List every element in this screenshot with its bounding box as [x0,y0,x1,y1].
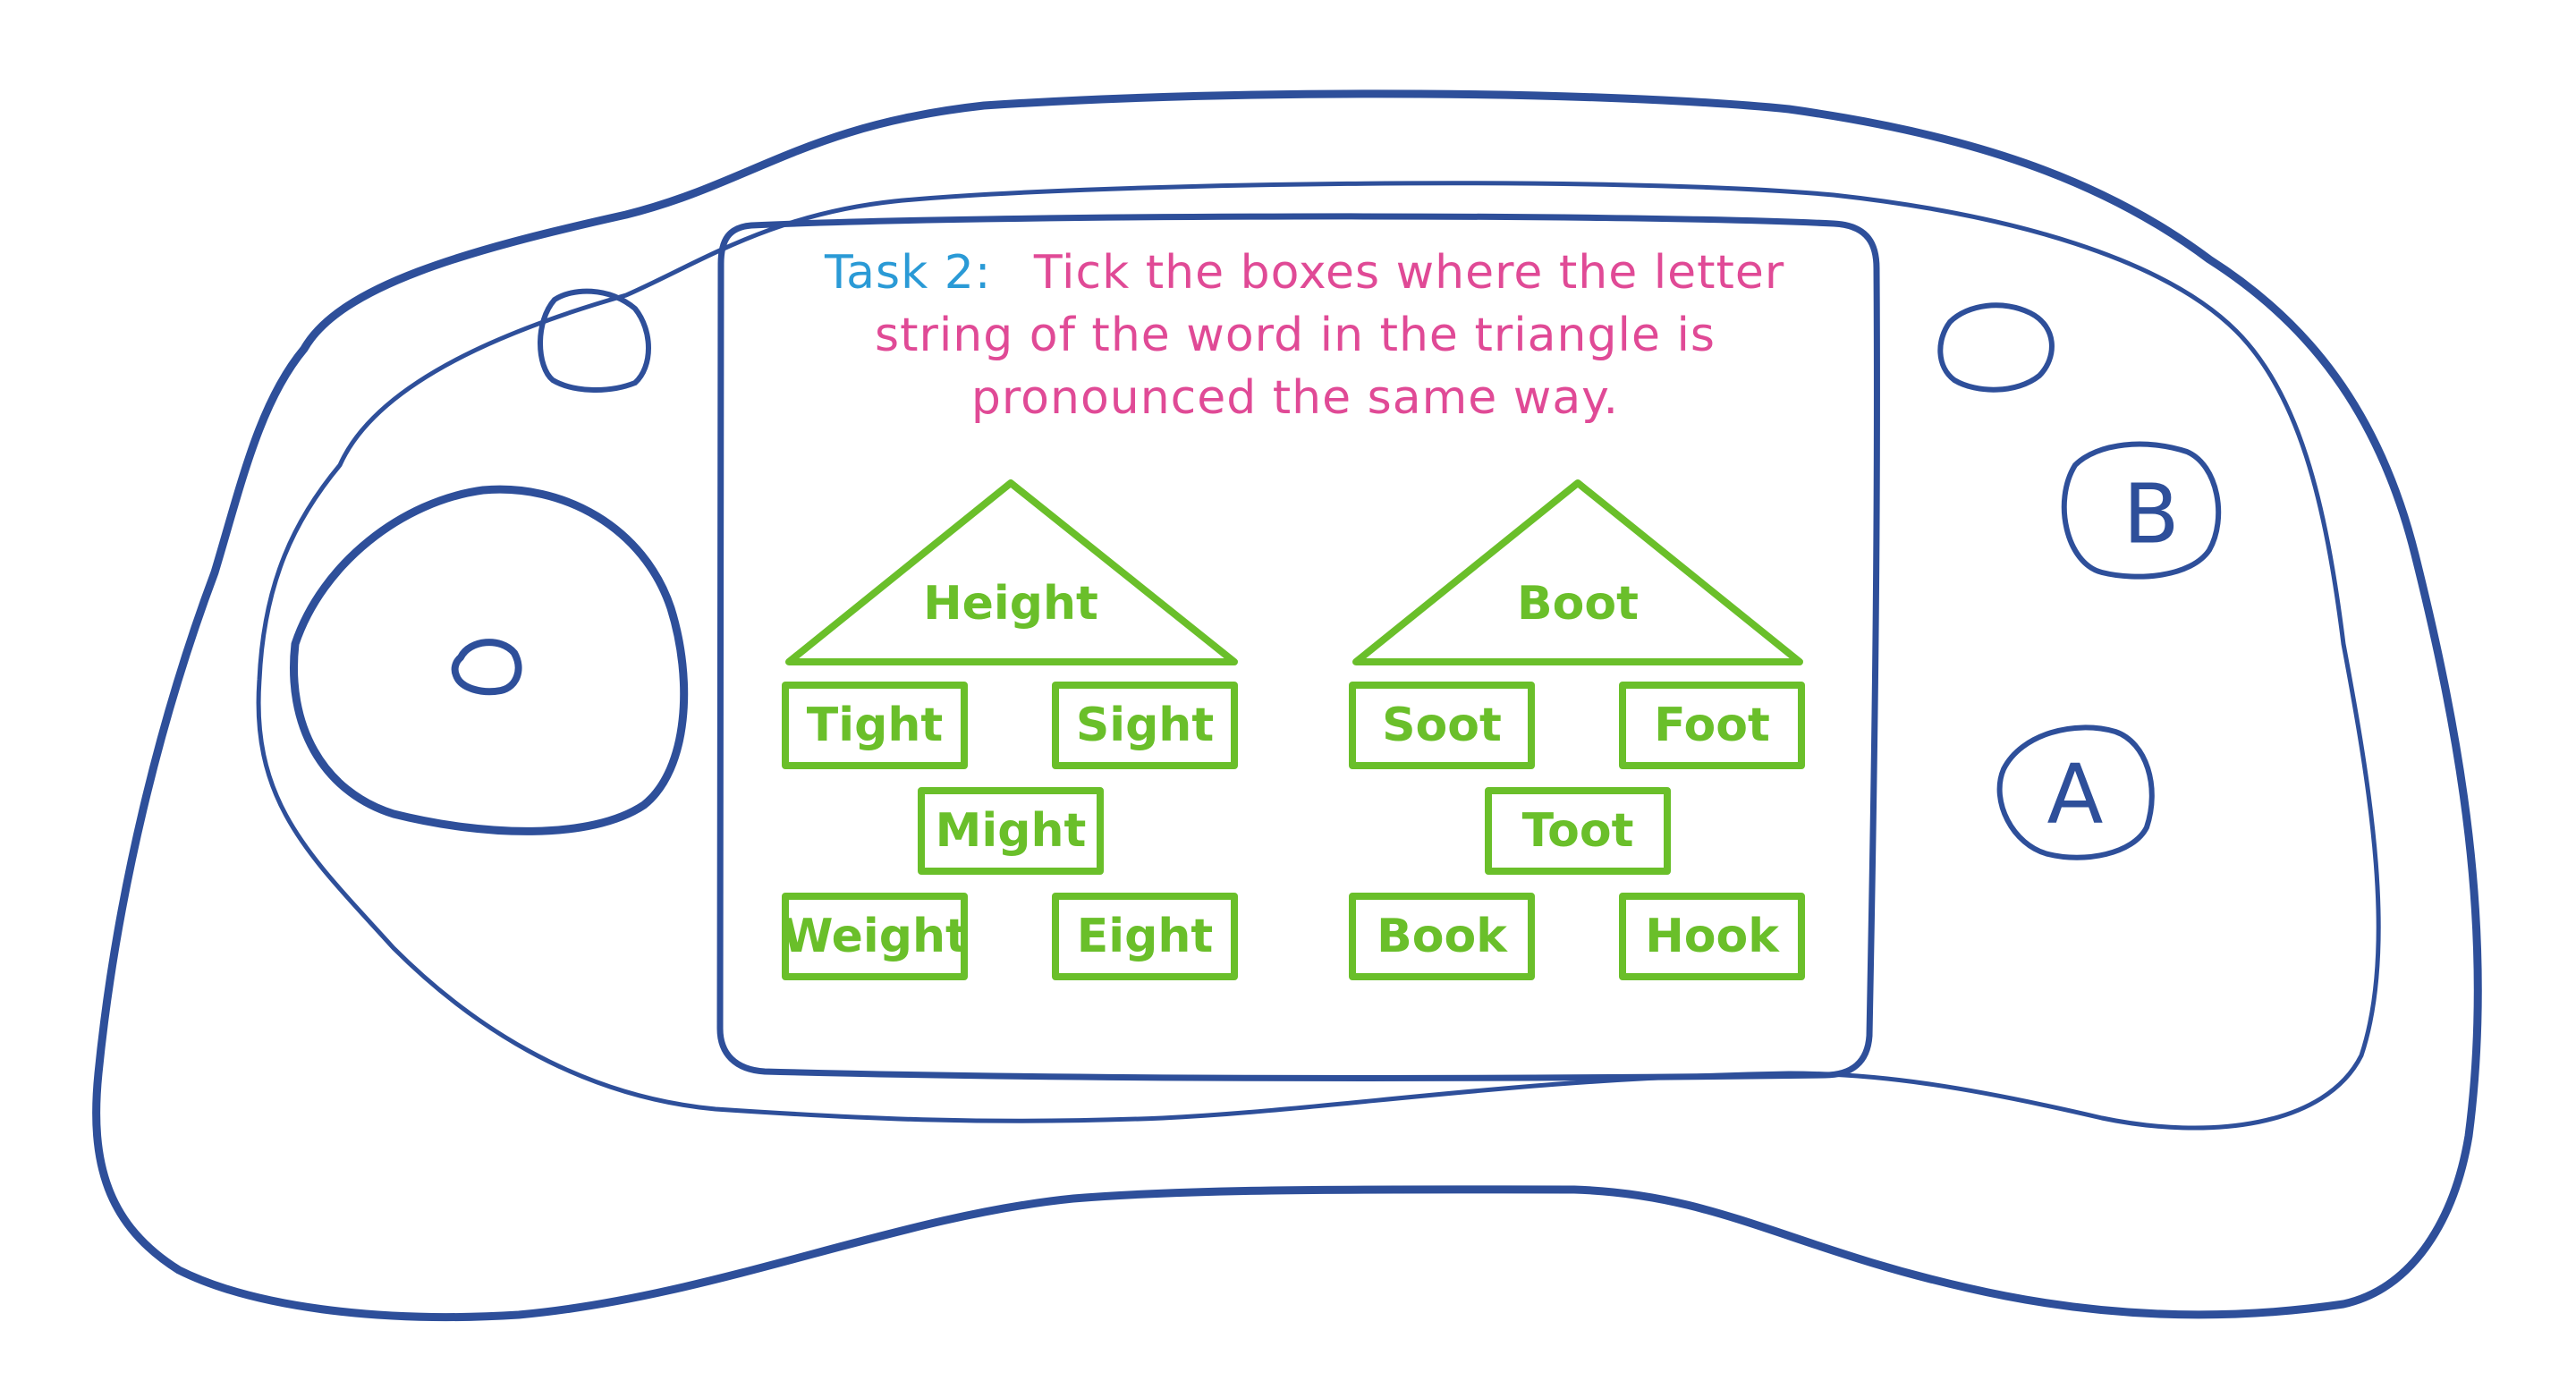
option-word-might: Might [936,804,1087,858]
puzzle-boot: Boot Soot Foot Toot Book Hook [1349,479,1805,980]
option-word-book: Book [1377,910,1508,963]
option-word-tight: Tight [807,699,943,752]
console-inner-outline [256,181,2381,1131]
task-label: Task 2: [824,246,991,300]
option-box-toot[interactable]: Toot [1485,787,1671,875]
joystick-icon[interactable] [290,485,689,835]
option-box-book[interactable]: Book [1349,893,1535,980]
option-box-eight[interactable]: Eight [1052,893,1238,980]
option-box-might[interactable]: Might [918,787,1104,875]
option-box-sight[interactable]: Sight [1052,682,1238,769]
triangle-height [785,479,1238,665]
joystick-center-icon[interactable] [451,639,522,696]
console-body-outline [92,89,2482,1322]
task-instruction-line-3: pronounced the same way. [971,371,1619,425]
option-box-foot[interactable]: Foot [1619,682,1805,769]
option-word-hook: Hook [1645,910,1780,963]
triangle-boot [1352,479,1803,665]
option-word-sight: Sight [1076,699,1214,752]
option-word-soot: Soot [1382,699,1502,752]
option-word-foot: Foot [1654,699,1770,752]
option-word-toot: Toot [1522,804,1634,858]
button-a-label: A [2047,747,2104,843]
option-word-weight: Weight [782,910,968,963]
shoulder-right-icon[interactable] [1937,302,2055,393]
puzzle-height: Height Tight Sight Might Weight Eight [782,479,1238,980]
task-line-1: Task 2: Tick the boxes where the letter [824,246,1784,300]
triangle-word-height: Height [923,577,1098,631]
button-b-outline [2061,441,2222,580]
button-a[interactable]: A [1996,724,2155,860]
option-word-eight: Eight [1077,910,1213,963]
button-a-outline [1996,724,2155,860]
shoulder-left-icon[interactable] [538,288,651,393]
task-instruction-line-2: string of the word in the triangle is [875,309,1716,362]
triangle-word-boot: Boot [1517,577,1639,631]
option-box-weight[interactable]: Weight [782,893,968,980]
option-box-hook[interactable]: Hook [1619,893,1805,980]
option-box-soot[interactable]: Soot [1349,682,1535,769]
button-b[interactable]: B [2061,441,2222,580]
screen-outline [716,213,1880,1081]
option-box-tight[interactable]: Tight [782,682,968,769]
task-instructions: Task 2: Tick the boxes where the letter … [824,246,1784,425]
button-b-label: B [2123,467,2179,563]
task-instruction-line-1: Tick the boxes where the letter [1033,246,1784,300]
